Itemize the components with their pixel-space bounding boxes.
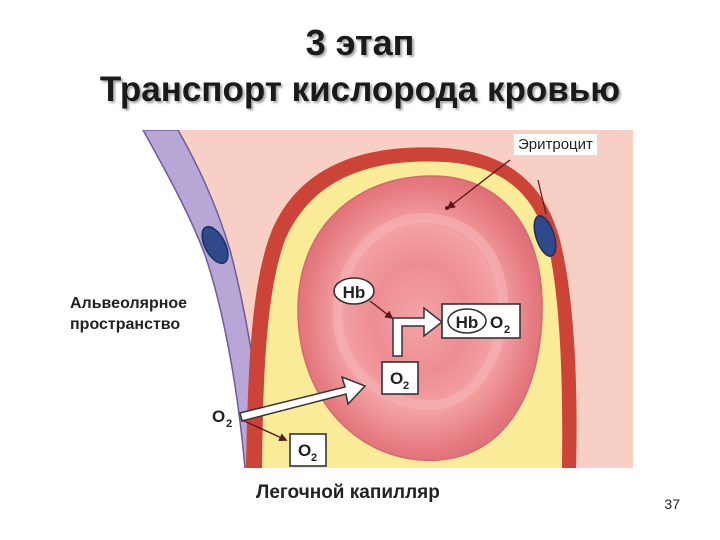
hb-label: Hb	[343, 283, 366, 302]
binding-arrow	[392, 306, 444, 357]
capillary-label: Легочной капилляр	[256, 482, 440, 503]
slide-title-line-2: Транспорт кислорода кровью	[99, 70, 621, 109]
epithelium-nucleus	[201, 225, 229, 265]
endothelium-nucleus	[533, 215, 557, 257]
hbo2-complex: Hb O 2	[441, 303, 521, 339]
diagram-panel	[128, 130, 633, 468]
o2-alveolar-letter: O	[212, 407, 225, 426]
hbo2-hb-label: Hb	[456, 313, 479, 332]
o2-in-plasma: O 2	[289, 433, 327, 467]
alveolar-epithelium	[142, 130, 268, 468]
o2-cell-subscript: 2	[403, 380, 409, 392]
page-number: 37	[664, 496, 680, 512]
erythrocyte-label: Эритроцит	[514, 134, 597, 155]
o2-alveolar: O 2	[212, 407, 232, 430]
alveolar-label-line1: Альвеолярное	[70, 295, 188, 312]
o2-alveolar-subscript: 2	[226, 418, 232, 430]
alveolar-label-line2: пространство	[70, 316, 181, 333]
hbo2-o-label: O	[490, 313, 503, 332]
hb-molecule: Hb	[333, 277, 375, 305]
o2-in-cell: O 2	[381, 361, 419, 395]
hbo2-subscript: 2	[504, 324, 510, 336]
erythrocyte-pointer	[446, 159, 511, 210]
diffusion-arrow	[239, 375, 367, 422]
slide-title-line-1: 3 этап	[305, 22, 415, 63]
o2-plasma-letter: O	[298, 441, 311, 460]
o2-cell-letter: O	[390, 369, 403, 388]
o2-plasma-subscript: 2	[311, 452, 317, 464]
